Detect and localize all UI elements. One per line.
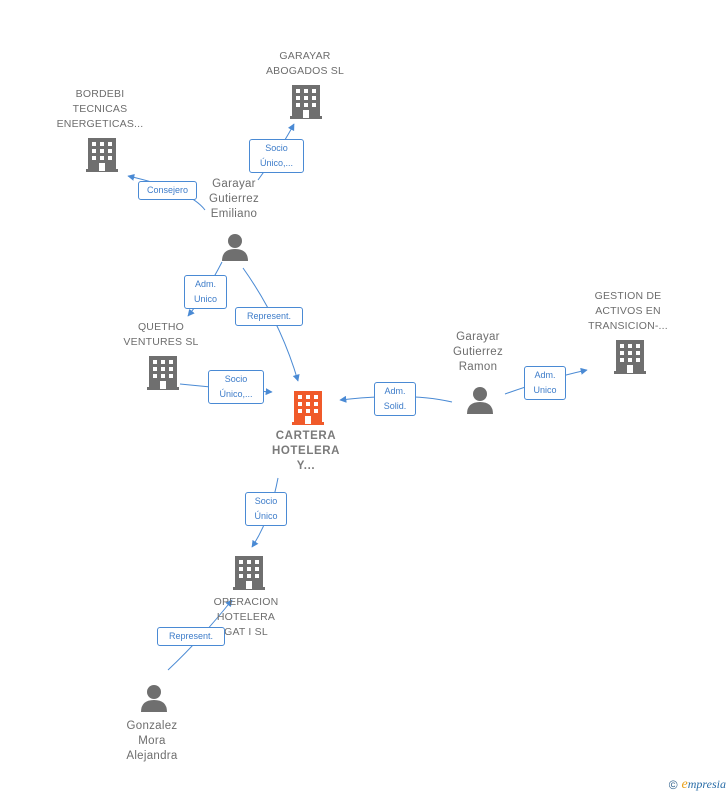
brand-name: mpresia (687, 777, 726, 791)
node-label-garayar-emiliano[interactable]: Garayar Gutierrez Emiliano (209, 178, 259, 220)
node-label-gonzalez[interactable]: Gonzalez Mora Alejandra (126, 720, 178, 762)
edge-label-consejero[interactable]: Consejero (138, 181, 197, 200)
building-icon[interactable] (290, 85, 322, 119)
edge-label-adm-unico[interactable]: Adm. Unico (184, 275, 227, 309)
building-icon[interactable] (233, 556, 265, 590)
edge-label-socio-unico[interactable]: Socio Único,... (208, 370, 264, 404)
edge-label-socio-unico[interactable]: Socio Único (245, 492, 287, 526)
edge-label-socio-unico[interactable]: Socio Único,... (249, 139, 304, 173)
building-icon-focus[interactable] (292, 391, 324, 425)
node-label-cartera[interactable]: CARTERA HOTELERA Y... (271, 430, 341, 472)
node-label-gestion[interactable]: GESTION DE ACTIVOS EN TRANSICION-... (588, 290, 668, 332)
edge-label-adm-unico[interactable]: Adm. Unico (524, 366, 566, 400)
footer-brand: © empresia (669, 777, 726, 793)
person-icon[interactable] (222, 234, 248, 261)
brand-logo: empresia (682, 777, 726, 793)
building-icon[interactable] (614, 340, 646, 374)
edge-label-represent[interactable]: Represent. (235, 307, 303, 326)
person-icon[interactable] (141, 685, 167, 712)
brand-initial: e (681, 777, 688, 792)
node-label-operacion[interactable]: OPERACION HOTELERA GAT I SL (213, 596, 279, 638)
building-icon[interactable] (86, 138, 118, 172)
node-label-quetho[interactable]: QUETHO VENTURES SL (123, 321, 199, 348)
copyright-symbol: © (668, 778, 678, 792)
node-label-garayar-abogados[interactable]: GARAYAR ABOGADOS SL (265, 50, 345, 77)
edge-label-adm-solid[interactable]: Adm. Solid. (374, 382, 416, 416)
person-icon[interactable] (467, 387, 493, 414)
edge-label-represent[interactable]: Represent. (157, 627, 225, 646)
building-icon[interactable] (147, 356, 179, 390)
node-label-garayar-ramon[interactable]: Garayar Gutierrez Ramon (453, 331, 503, 373)
node-label-bordebi[interactable]: BORDEBI TECNICAS ENERGETICAS... (56, 88, 144, 130)
